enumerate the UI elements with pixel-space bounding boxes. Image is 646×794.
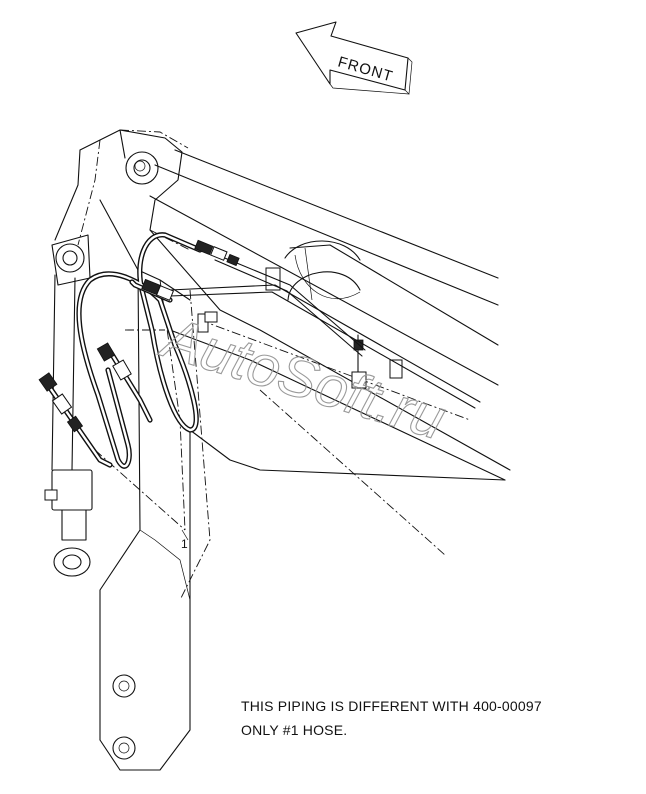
front-direction-arrow-icon: FRONT <box>295 21 413 95</box>
note-line-2: ONLY #1 HOSE. <box>241 722 348 738</box>
boom-body <box>99 199 511 771</box>
arm-cylinder <box>44 274 93 577</box>
note-line-1: THIS PIPING IS DIFFERENT WITH 400-00097 <box>241 698 542 714</box>
boom-cylinder <box>149 149 499 386</box>
front-label: FRONT <box>336 54 395 86</box>
watermark: AutoSoft.ru <box>153 304 452 452</box>
boom-top-bracket <box>51 129 183 286</box>
callout-leader <box>181 529 189 541</box>
part-callout-1: 1 <box>181 537 188 551</box>
hose-assembly-1 <box>38 232 240 469</box>
steel-pipes <box>169 253 481 409</box>
